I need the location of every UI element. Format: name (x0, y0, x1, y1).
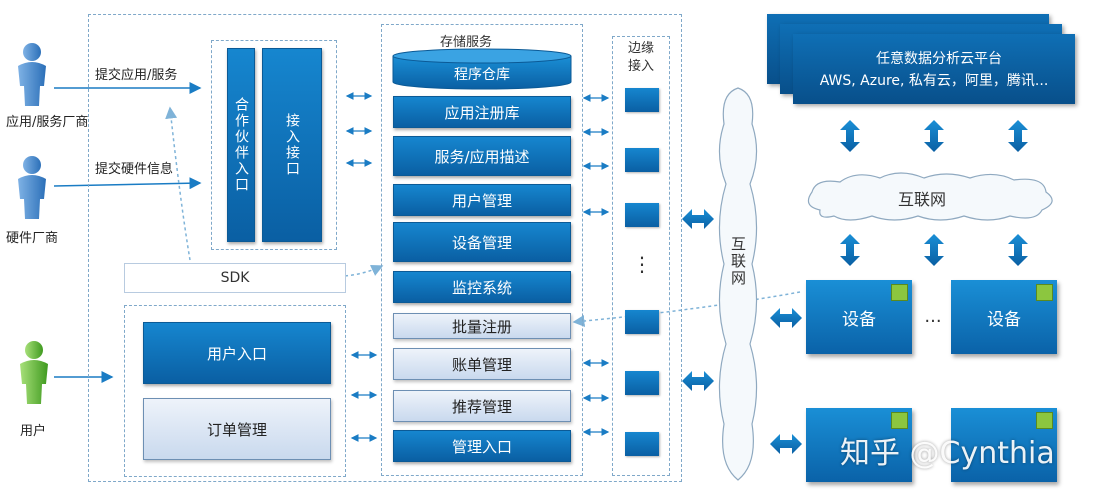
program-repo-label: 程序仓库 (454, 67, 510, 83)
internet-cloud-icon (807, 172, 1053, 221)
device-status-indicator-1 (891, 284, 908, 301)
device-ellipsis: ... (924, 306, 942, 327)
user-person-icon (20, 341, 48, 404)
device-box-3[interactable] (806, 408, 912, 482)
program-repo-cylinder[interactable] (392, 48, 572, 90)
order-mgmt-box[interactable]: 订单管理 (143, 398, 331, 460)
device-box-4[interactable] (951, 408, 1057, 482)
user-portal-group (124, 305, 346, 477)
internet-vertical-label: 互联网 (729, 236, 747, 287)
internet-vertical-cloud (718, 87, 758, 481)
device-label-1: 设备 (842, 309, 876, 330)
user-entry-box[interactable]: 用户入口 (143, 322, 331, 384)
device-status-indicator-3 (891, 412, 908, 429)
storage-item-service-desc[interactable]: 服务/应用描述 (393, 136, 571, 176)
submit-app-label: 提交应用/服务 (95, 68, 178, 83)
edge-access-group (612, 36, 670, 476)
edge-node-3[interactable] (625, 203, 659, 227)
storage-item-billing[interactable]: 账单管理 (393, 348, 571, 380)
partner-entry-box[interactable]: 合作伙伴入口 (227, 48, 255, 242)
storage-item-batch-register[interactable]: 批量注册 (393, 313, 571, 339)
storage-item-user-mgmt[interactable]: 用户管理 (393, 184, 571, 216)
app-vendor-person-icon (18, 43, 46, 106)
device-box-1[interactable]: 设备 (806, 280, 912, 354)
edge-dots: ⋮ (632, 252, 652, 276)
edge-node-5[interactable] (625, 371, 659, 395)
device-box-2[interactable]: 设备 (951, 280, 1057, 354)
cloud-platform-box[interactable]: 任意数据分析云平台 AWS, Azure, 私有云，阿里，腾讯... (793, 34, 1075, 104)
edge-access-title: 边缘接入 (612, 40, 670, 76)
device-status-indicator-2 (1036, 284, 1053, 301)
zhihu-watermark: 知乎 @Cynthia (840, 436, 1055, 471)
storage-item-app-registry[interactable]: 应用注册库 (393, 96, 571, 128)
storage-item-monitoring[interactable]: 监控系统 (393, 271, 571, 303)
access-interface-box[interactable]: 接入接口 (262, 48, 322, 242)
edge-node-4[interactable] (625, 310, 659, 334)
storage-item-admin-entry[interactable]: 管理入口 (393, 430, 571, 462)
edge-node-1[interactable] (625, 88, 659, 112)
device-label-2: 设备 (987, 309, 1021, 330)
internet-cloud-label: 互联网 (897, 190, 946, 209)
sdk-box[interactable]: SDK (124, 263, 346, 293)
app-vendor-label: 应用/服务厂商 (6, 115, 89, 130)
partner-portal-group (211, 40, 337, 250)
cloud-platform-line1: 任意数据分析云平台 (876, 51, 1002, 67)
hw-vendor-label: 硬件厂商 (6, 231, 59, 246)
device-status-indicator-4 (1036, 412, 1053, 429)
edge-node-6[interactable] (625, 432, 659, 456)
storage-item-device-mgmt[interactable]: 设备管理 (393, 222, 571, 262)
storage-title: 存储服务 (440, 35, 493, 50)
cloud-platform-line2: AWS, Azure, 私有云，阿里，腾讯... (819, 73, 1049, 89)
sdk-label: SDK (220, 270, 250, 286)
platform-boundary (88, 14, 682, 482)
edge-access-title-text: 边缘接入 (627, 41, 654, 74)
submit-hw-label: 提交硬件信息 (95, 162, 174, 177)
hw-vendor-person-icon (18, 156, 46, 219)
storage-item-recommend[interactable]: 推荐管理 (393, 390, 571, 422)
storage-service-group (381, 24, 583, 476)
user-label: 用户 (20, 424, 47, 439)
edge-node-2[interactable] (625, 148, 659, 172)
